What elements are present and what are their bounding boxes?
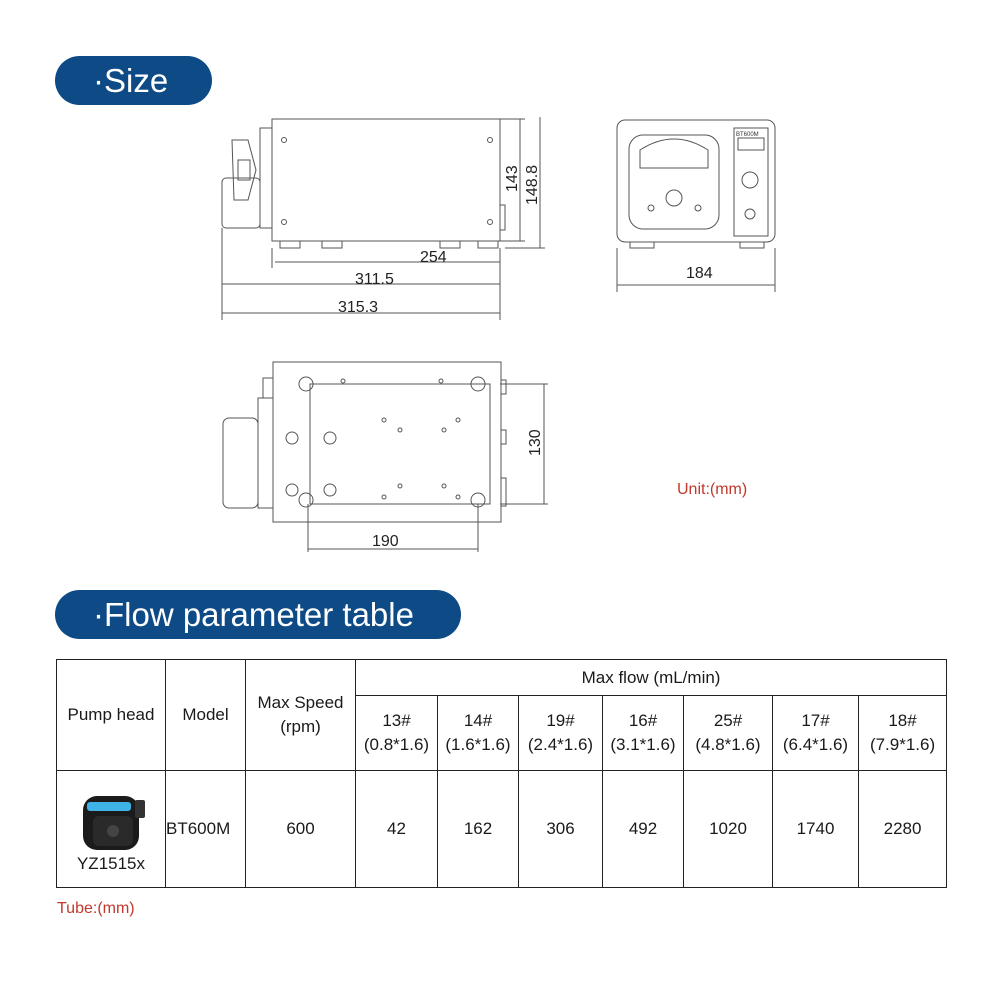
tube-size: (7.9*1.6): [869, 735, 936, 754]
tube-no: 16#: [628, 711, 658, 730]
dim-315-3: 315.3: [338, 299, 378, 316]
tube-size: (2.4*1.6): [527, 735, 594, 754]
tube-no: 25#: [713, 711, 743, 730]
bottom-view-drawing: [222, 361, 548, 552]
dim-311-5: 311.5: [355, 271, 394, 288]
tube-size: (4.8*1.6): [695, 735, 761, 754]
dim-143: 143: [504, 165, 521, 192]
flow-title-text: ·Flow parameter table: [93, 595, 414, 633]
tube-size: (1.6*1.6): [445, 735, 511, 754]
flow-cell: 42: [355, 770, 438, 888]
tube-size: (0.8*1.6): [363, 735, 430, 754]
header-max-speed-unit: (rpm): [280, 717, 321, 736]
flow-cell: 2280: [857, 770, 948, 888]
flow-cell: 306: [518, 770, 603, 888]
unit-note: Unit:(mm): [677, 481, 748, 498]
dimension-drawings: 254 311.5 315.3 143 148.8 184 130 190 BT…: [221, 117, 776, 552]
flow-section-title: ·Flow parameter table: [55, 590, 461, 639]
tube-header: 13# (0.8*1.6): [355, 695, 438, 771]
tube-no: 14#: [463, 711, 493, 730]
dim-130: 130: [527, 429, 544, 456]
tube-header: 18# (7.9*1.6): [857, 695, 948, 771]
header-model: Model: [165, 659, 246, 771]
header-max-speed: Max Speed (rpm): [245, 659, 356, 771]
flow-cell: 492: [602, 770, 684, 888]
dim-190: 190: [372, 533, 399, 550]
tube-note: Tube:(mm): [57, 900, 135, 917]
tube-no: 17#: [801, 711, 830, 730]
header-max-speed-label: Max Speed: [257, 693, 344, 712]
tube-no: 18#: [888, 711, 917, 730]
front-model-badge: BT600M: [736, 132, 759, 138]
side-view-drawing: [221, 118, 506, 249]
tube-size: (3.1*1.6): [610, 735, 676, 754]
table-header-row: Pump head Model Max Speed (rpm) Max flow…: [56, 659, 948, 771]
tube-size: (6.4*1.6): [782, 735, 849, 754]
tube-header: 14# (1.6*1.6): [437, 695, 519, 771]
header-pump-head: Pump head: [56, 659, 166, 771]
pump-head-image: [83, 796, 145, 850]
front-view-drawing: [616, 119, 776, 292]
tube-no: 19#: [546, 711, 575, 730]
dim-184: 184: [686, 265, 713, 282]
tube-header: 16# (3.1*1.6): [602, 695, 684, 771]
dim-148-8: 148.8: [524, 165, 541, 205]
header-max-flow: Max flow (mL/min): [354, 659, 948, 696]
max-speed-cell: 600: [245, 770, 356, 888]
size-section-title: ·Size: [55, 56, 212, 105]
model-cell: BT600M: [165, 770, 246, 888]
pump-head-cell: YZ1515x: [56, 770, 166, 888]
tube-header: 19# (2.4*1.6): [518, 695, 603, 771]
tube-no: 13#: [382, 711, 411, 730]
table-tube-row: 13# (0.8*1.6) 14# (1.6*1.6) 19# (2.4*1.6) 1…: [57, 695, 948, 771]
flow-parameter-table: Pump head Model Max Speed (rpm) Max flow…: [56, 659, 948, 888]
pump-head-label: YZ1515x: [76, 854, 146, 873]
flow-cell: 162: [437, 770, 519, 888]
flow-cell: 1740: [772, 770, 859, 888]
flow-cell: 1020: [683, 770, 773, 888]
tube-header: 17# (6.4*1.6): [772, 695, 859, 771]
dim-254: 254: [420, 249, 447, 266]
tube-header: 25# (4.8*1.6): [683, 695, 773, 771]
table-row: YZ1515x BT600M 600 42 162 306 492 1020 1…: [56, 770, 948, 888]
size-title-text: ·Size: [93, 61, 169, 99]
side-view-dimension-lines: [221, 117, 545, 320]
